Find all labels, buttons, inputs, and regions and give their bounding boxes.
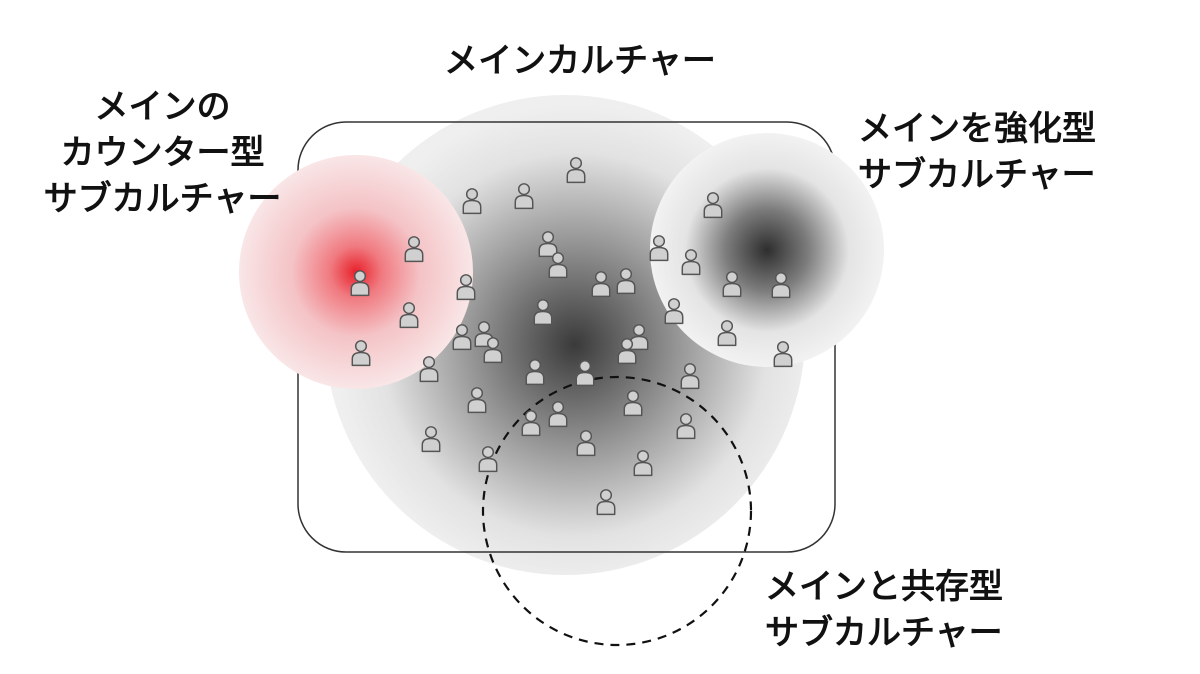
coexisting-subculture-label: メインと共存型 サブカルチャー: [765, 564, 1003, 656]
counter-subculture-label: メインの カウンター型 サブカルチャー: [30, 84, 295, 222]
counter-label-line-2: カウンター型: [60, 133, 265, 173]
coexisting-subculture-circle: [481, 375, 753, 647]
coexist-label-line-1: メインと共存型: [765, 567, 1003, 607]
reinforcing-subculture-label: メインを強化型 サブカルチャー: [858, 106, 1096, 198]
main-culture-text: メインカルチャー: [444, 41, 716, 81]
counter-label-line-1: メインの: [94, 87, 231, 127]
reinforce-label-line-2: サブカルチャー: [858, 155, 1096, 195]
counter-label-line-3: サブカルチャー: [43, 179, 282, 219]
reinforcing-subculture-circle: [650, 133, 884, 367]
coexist-label-line-2: サブカルチャー: [765, 613, 1003, 653]
reinforce-label-line-1: メインを強化型: [858, 109, 1096, 149]
main-culture-label: メインカルチャー: [430, 38, 730, 84]
